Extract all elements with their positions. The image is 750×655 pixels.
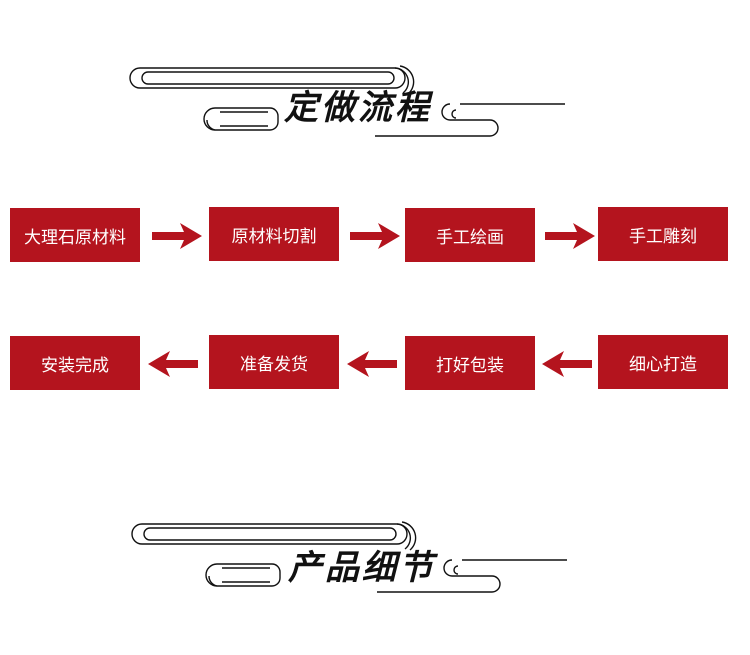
arrow-left-icon [148,351,198,377]
step-hand-carving: 手工雕刻 [598,207,728,261]
step-marble-material: 大理石原材料 [10,208,140,262]
step-packing: 打好包装 [405,336,535,390]
details-heading: 产品细节 [0,514,750,604]
arrow-right-icon [152,223,202,249]
process-heading: 定做流程 [0,58,750,148]
details-title: 产品细节 [288,548,436,588]
arrow-left-icon [542,351,592,377]
step-installation-complete: 安装完成 [10,336,140,390]
step-careful-crafting: 细心打造 [598,335,728,389]
arrow-right-icon [545,223,595,249]
process-title: 定做流程 [284,88,432,128]
step-material-cutting: 原材料切割 [209,207,339,261]
step-ready-to-ship: 准备发货 [209,335,339,389]
arrow-right-icon [350,223,400,249]
step-hand-painting: 手工绘画 [405,208,535,262]
cloud-ornament-icon [129,65,565,137]
cloud-ornament-icon [131,521,567,593]
arrow-left-icon [347,351,397,377]
